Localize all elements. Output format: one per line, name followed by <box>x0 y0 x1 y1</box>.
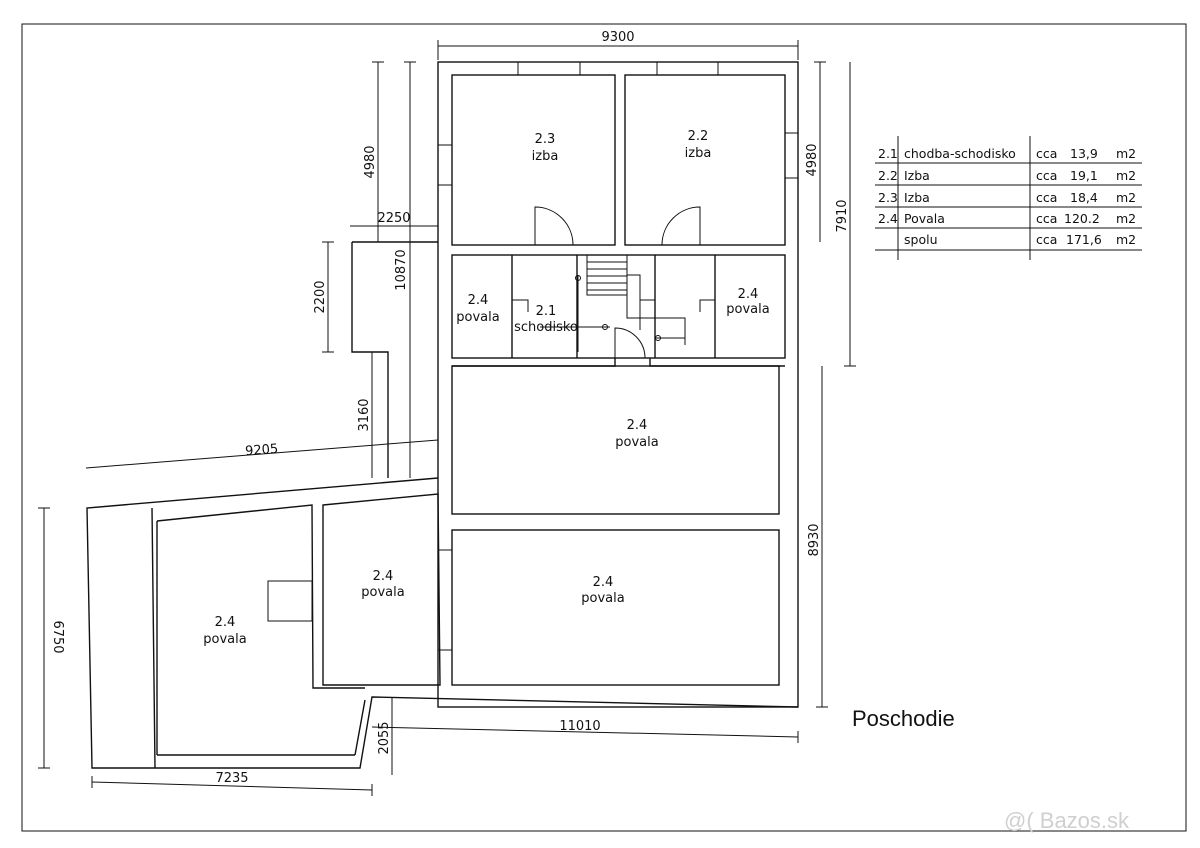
legend-row-4-unit: m2 <box>1116 211 1136 226</box>
dim-right-lower: 8930 <box>807 523 822 556</box>
legend-row-2-cca: cca <box>1036 168 1057 183</box>
page-frame <box>21 23 1187 832</box>
staircase <box>540 254 686 352</box>
room-2-4-large-upper-wall <box>451 365 780 515</box>
room-2-2-wall <box>624 74 786 246</box>
dim-diagonal: 9205 <box>245 442 279 460</box>
room-2-4-mid-wall <box>322 493 441 686</box>
room-labels: 2.3 izba 2.2 izba 2.4 povala 2.1 schodis… <box>203 129 769 647</box>
legend-row-1-num: 2.1 <box>878 146 898 161</box>
dim-bottom-step: 2055 <box>377 721 392 754</box>
main-building <box>437 61 799 708</box>
room-2-4d-name: povala <box>361 585 404 600</box>
dim-left-full: 10870 <box>394 249 409 290</box>
dim-left-upper: 4980 <box>363 145 378 178</box>
legend-row-1-cca: cca <box>1036 146 1057 161</box>
room-2-3-wall <box>451 74 616 246</box>
chimney <box>267 580 313 622</box>
room-2-4e-name: povala <box>581 591 624 606</box>
room-2-4c-name: povala <box>615 435 658 450</box>
area-legend-table: 2.1 chodba-schodisko cca 13,9 m2 2.2 Izb… <box>875 136 1142 260</box>
legend-row-1-unit: m2 <box>1116 146 1136 161</box>
legend-row-2-name: Izba <box>904 168 930 183</box>
left-wing-outer <box>86 477 799 769</box>
dim-right-upper: 4980 <box>805 143 820 176</box>
room-2-4a-name: povala <box>456 310 499 325</box>
room-2-4-left-wall <box>156 504 365 689</box>
room-2-4a-num: 2.4 <box>468 293 489 308</box>
watermark: @( Bazos.sk <box>1004 808 1130 833</box>
legend-row-3-num: 2.3 <box>878 190 898 205</box>
left-wing <box>86 241 799 769</box>
page-title: Poschodie <box>852 706 955 731</box>
legend-row-1-area: 13,9 <box>1070 146 1098 161</box>
legend-row-1-name: chodba-schodisko <box>904 146 1016 161</box>
dim-left-offset: 2250 <box>377 211 410 226</box>
entry-wing <box>351 241 438 478</box>
legend-row-5-unit: m2 <box>1116 232 1136 247</box>
room-2-4e-num: 2.4 <box>593 575 614 590</box>
room-2-4f-name: povala <box>203 632 246 647</box>
dim-left-wing: 2200 <box>313 280 328 313</box>
room-2-4b-name: povala <box>726 302 769 317</box>
legend-row-2-num: 2.2 <box>878 168 898 183</box>
legend-row-4-name: Povala <box>904 211 945 226</box>
room-2-3-name: izba <box>532 149 559 164</box>
dim-bottom-right: 11010 <box>559 719 600 734</box>
legend-row-3-area: 18,4 <box>1070 190 1098 205</box>
legend-row-2-area: 19,1 <box>1070 168 1098 183</box>
room-2-4b-num: 2.4 <box>738 287 759 302</box>
dimension-lines <box>38 40 856 796</box>
dim-right-mid: 7910 <box>835 199 850 232</box>
main-outer-wall <box>437 61 799 708</box>
legend-row-3-name: Izba <box>904 190 930 205</box>
legend-row-5-area: 171,6 <box>1066 232 1102 247</box>
legend-row-3-cca: cca <box>1036 190 1057 205</box>
dim-left-lower: 3160 <box>357 398 372 431</box>
legend-row-5-cca: cca <box>1036 232 1057 247</box>
legend-row-4-num: 2.4 <box>878 211 898 226</box>
room-2-1-num: 2.1 <box>536 304 557 319</box>
dim-bottom-left: 7235 <box>215 771 248 786</box>
room-2-4f-num: 2.4 <box>215 615 236 630</box>
window-ticks <box>438 62 798 651</box>
room-2-4d-num: 2.4 <box>373 569 394 584</box>
legend-row-2-unit: m2 <box>1116 168 1136 183</box>
legend-row-5-name: spolu <box>904 232 938 247</box>
room-2-3-num: 2.3 <box>535 132 556 147</box>
doors <box>512 206 715 359</box>
legend-row-3-unit: m2 <box>1116 190 1136 205</box>
room-2-2-num: 2.2 <box>688 129 709 144</box>
dim-far-left: 6750 <box>50 620 65 653</box>
room-2-4c-num: 2.4 <box>627 418 648 433</box>
legend-row-4-area: 120.2 <box>1064 211 1100 226</box>
room-2-1-name: schodisko <box>514 320 578 335</box>
room-2-2-name: izba <box>685 146 712 161</box>
room-2-4-large-lower-wall <box>451 529 780 686</box>
dim-top-width: 9300 <box>601 30 634 45</box>
legend-row-4-cca: cca <box>1036 211 1057 226</box>
